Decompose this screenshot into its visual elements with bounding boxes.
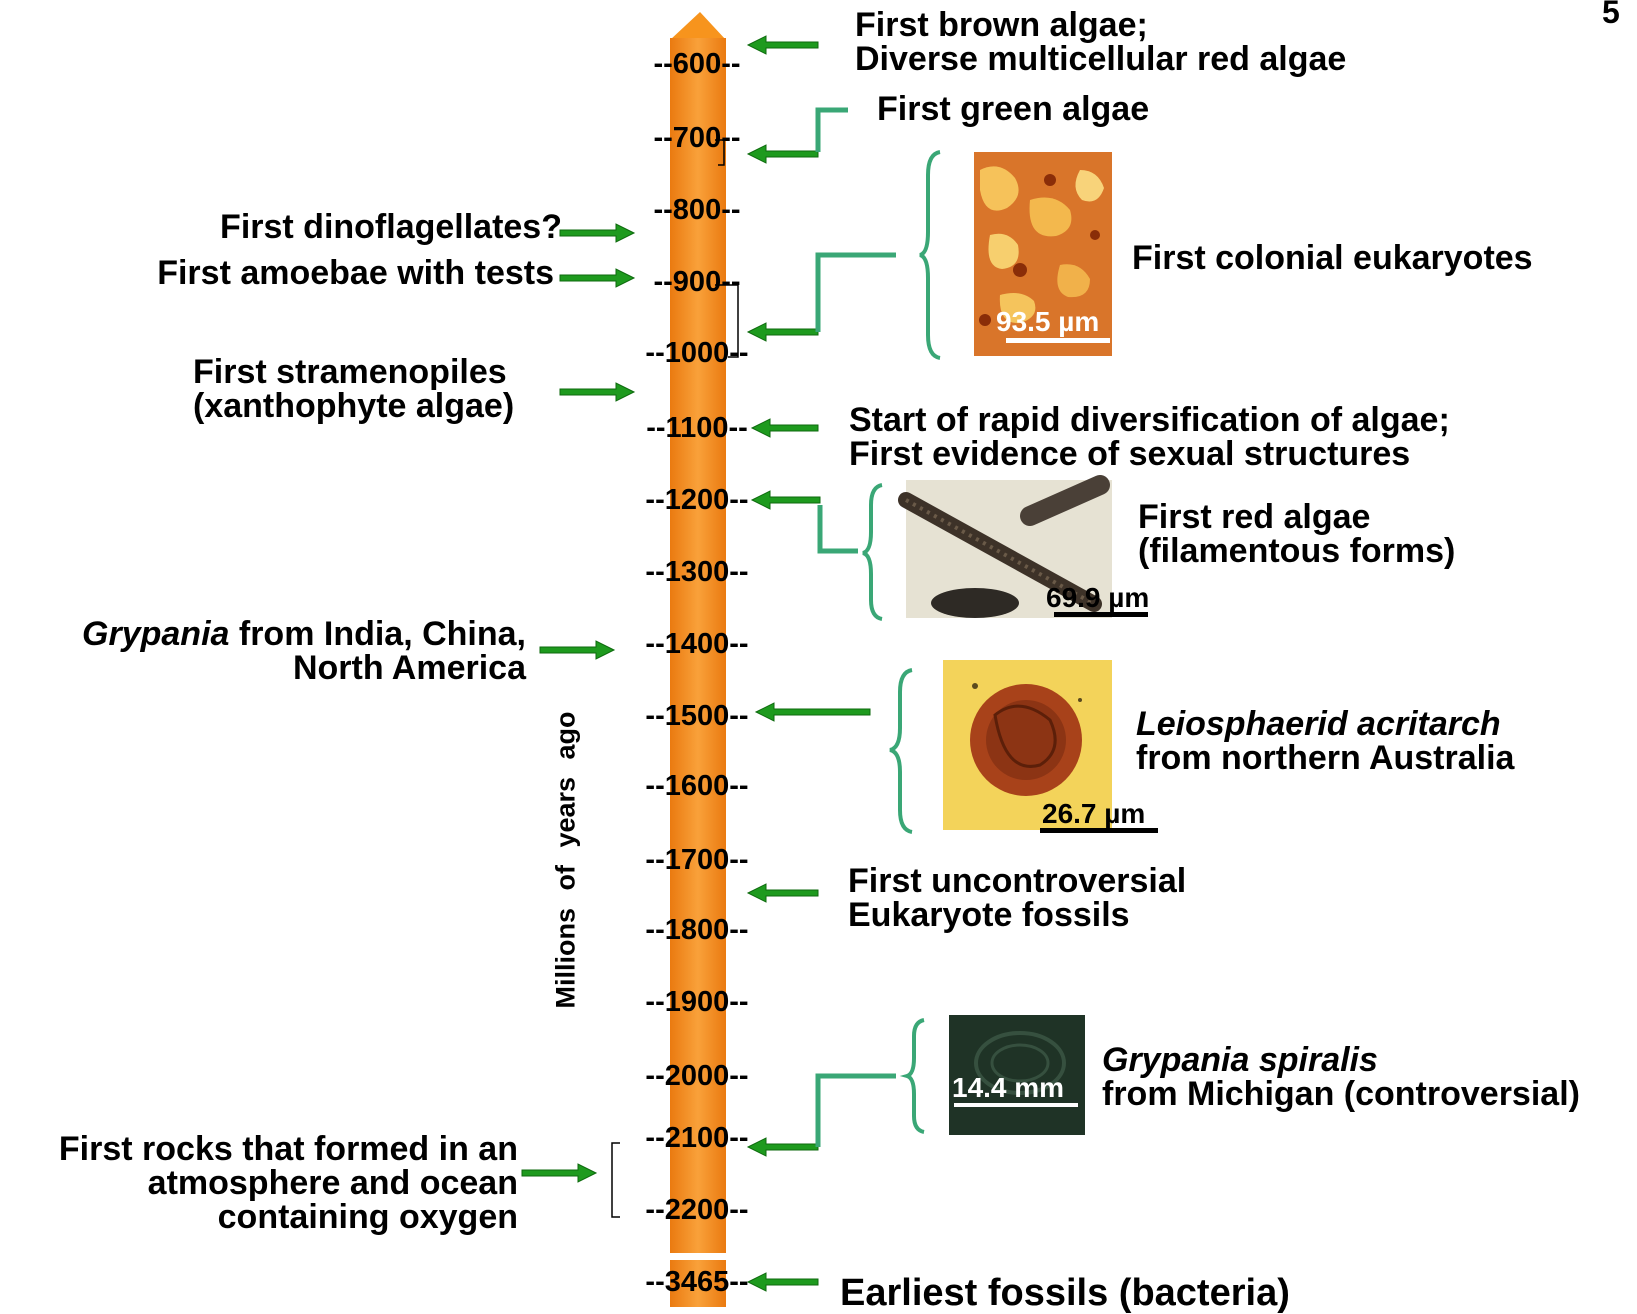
right-arrow-icon [560,224,634,242]
tick-label: --900-- [653,267,740,297]
axis-label: Millions of years ago [553,711,580,1008]
label-amoebae: First amoebae with tests [80,256,554,290]
timeline-bar [670,12,726,40]
tick-label: --2000-- [645,1061,748,1091]
bracket-2100-2200 [612,1143,620,1217]
tick-label: --1200-- [645,485,748,515]
label-brown-algae: First brown algae; Diverse multicellular… [855,8,1346,76]
tick-label: --2100-- [645,1123,748,1153]
connectors [818,110,896,1147]
left-arrow-icon [748,1138,818,1156]
label-uncontroversial: First uncontroversial Eukaryote fossils [848,864,1186,932]
brace-leiosphaerid [890,670,912,832]
label-red-algae: First red algae (filamentous forms) [1138,500,1455,568]
label-rapid-diversification: Start of rapid diversification of algae;… [849,403,1450,471]
left-arrow-icon [748,145,818,163]
label-stramenopiles: First stramenopiles (xanthophyte algae) [193,355,514,423]
scale-leiosphaerid: 26.7 µm [1042,800,1145,828]
tick-label: --800-- [653,195,740,225]
label-grypania-spiralis: Grypania spiralis from Michigan (controv… [1102,1043,1580,1111]
tick-label: --1300-- [645,557,748,587]
brace-red-algae [863,485,882,619]
scale-grypania: 14.4 mm [952,1074,1064,1102]
left-arrow-icon [748,323,818,341]
connector-colonial [818,255,896,332]
tick-label: --2200-- [645,1195,748,1225]
label-dinoflagellates: First dinoflagellates? [150,210,562,244]
page-number: 5 [1602,0,1620,31]
connector-green-algae [818,110,848,152]
tick-label: --1700-- [645,845,748,875]
left-arrow-icon [748,36,818,54]
left-arrow-icon [756,703,870,721]
left-arrow-icon [748,1273,818,1291]
scale-red-algae: 69.9 µm [1046,584,1149,612]
left-arrow-icon [748,884,818,902]
tick-label: --600-- [653,49,740,79]
scale-colonial: 93.5 µm [996,308,1099,336]
connector-grypania [818,1076,896,1147]
left-arrow-icon [752,491,820,509]
brace-colonial [920,152,940,358]
right-arrow-icon [522,1164,596,1182]
tick-label: --1500-- [645,701,748,731]
right-arrow-icon [540,641,614,659]
tick-label: --1600-- [645,771,748,801]
tick-label: --700-- [653,123,740,153]
label-leiosphaerid: Leiosphaerid acritarch from northern Aus… [1136,707,1514,775]
tick-label: --1100-- [646,413,748,443]
connector-red-algae [820,505,858,551]
tick-label: --1800-- [645,915,748,945]
label-green-algae: First green algae [877,92,1149,126]
left-arrow-icon [752,419,818,437]
tick-label: --1000-- [645,338,748,368]
right-arrow-icon [560,383,634,401]
tick-label: --1900-- [645,987,748,1017]
label-grypania-india: Grypania from India, China, North Americ… [20,617,526,685]
tick-label: --3465-- [645,1267,748,1297]
label-earliest-fossils: Earliest fossils (bacteria) [840,1274,1290,1312]
label-oxygen-rocks: First rocks that formed in an atmosphere… [0,1132,518,1234]
brace-grypania [907,1020,924,1132]
braces [863,152,940,1132]
genus-grypania: Grypania [82,615,229,653]
timeline-break [668,1253,728,1260]
label-colonial-eukaryotes: First colonial eukaryotes [1132,241,1533,275]
tick-label: --1400-- [645,629,748,659]
right-arrow-icon [560,269,634,287]
